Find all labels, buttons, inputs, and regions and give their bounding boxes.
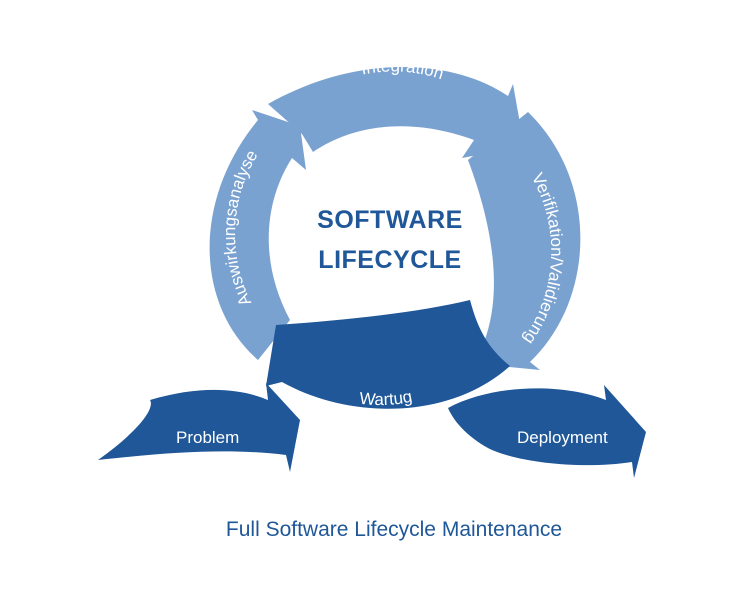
center-title-line-1: SOFTWARE xyxy=(317,206,463,234)
impact-analysis-segment xyxy=(209,110,306,360)
maintenance-segment xyxy=(266,300,510,409)
deployment-label: Deployment xyxy=(517,428,608,447)
center-title-line-2: LIFECYCLE xyxy=(318,246,461,274)
problem-label: Problem xyxy=(176,428,239,447)
problem-arrow xyxy=(98,383,300,472)
maintenance-label: Wartug xyxy=(359,387,414,409)
verification-segment xyxy=(468,112,581,370)
deployment-arrow xyxy=(448,385,646,478)
caption: Full Software Lifecycle Maintenance xyxy=(226,518,562,541)
integration-segment xyxy=(268,67,524,158)
